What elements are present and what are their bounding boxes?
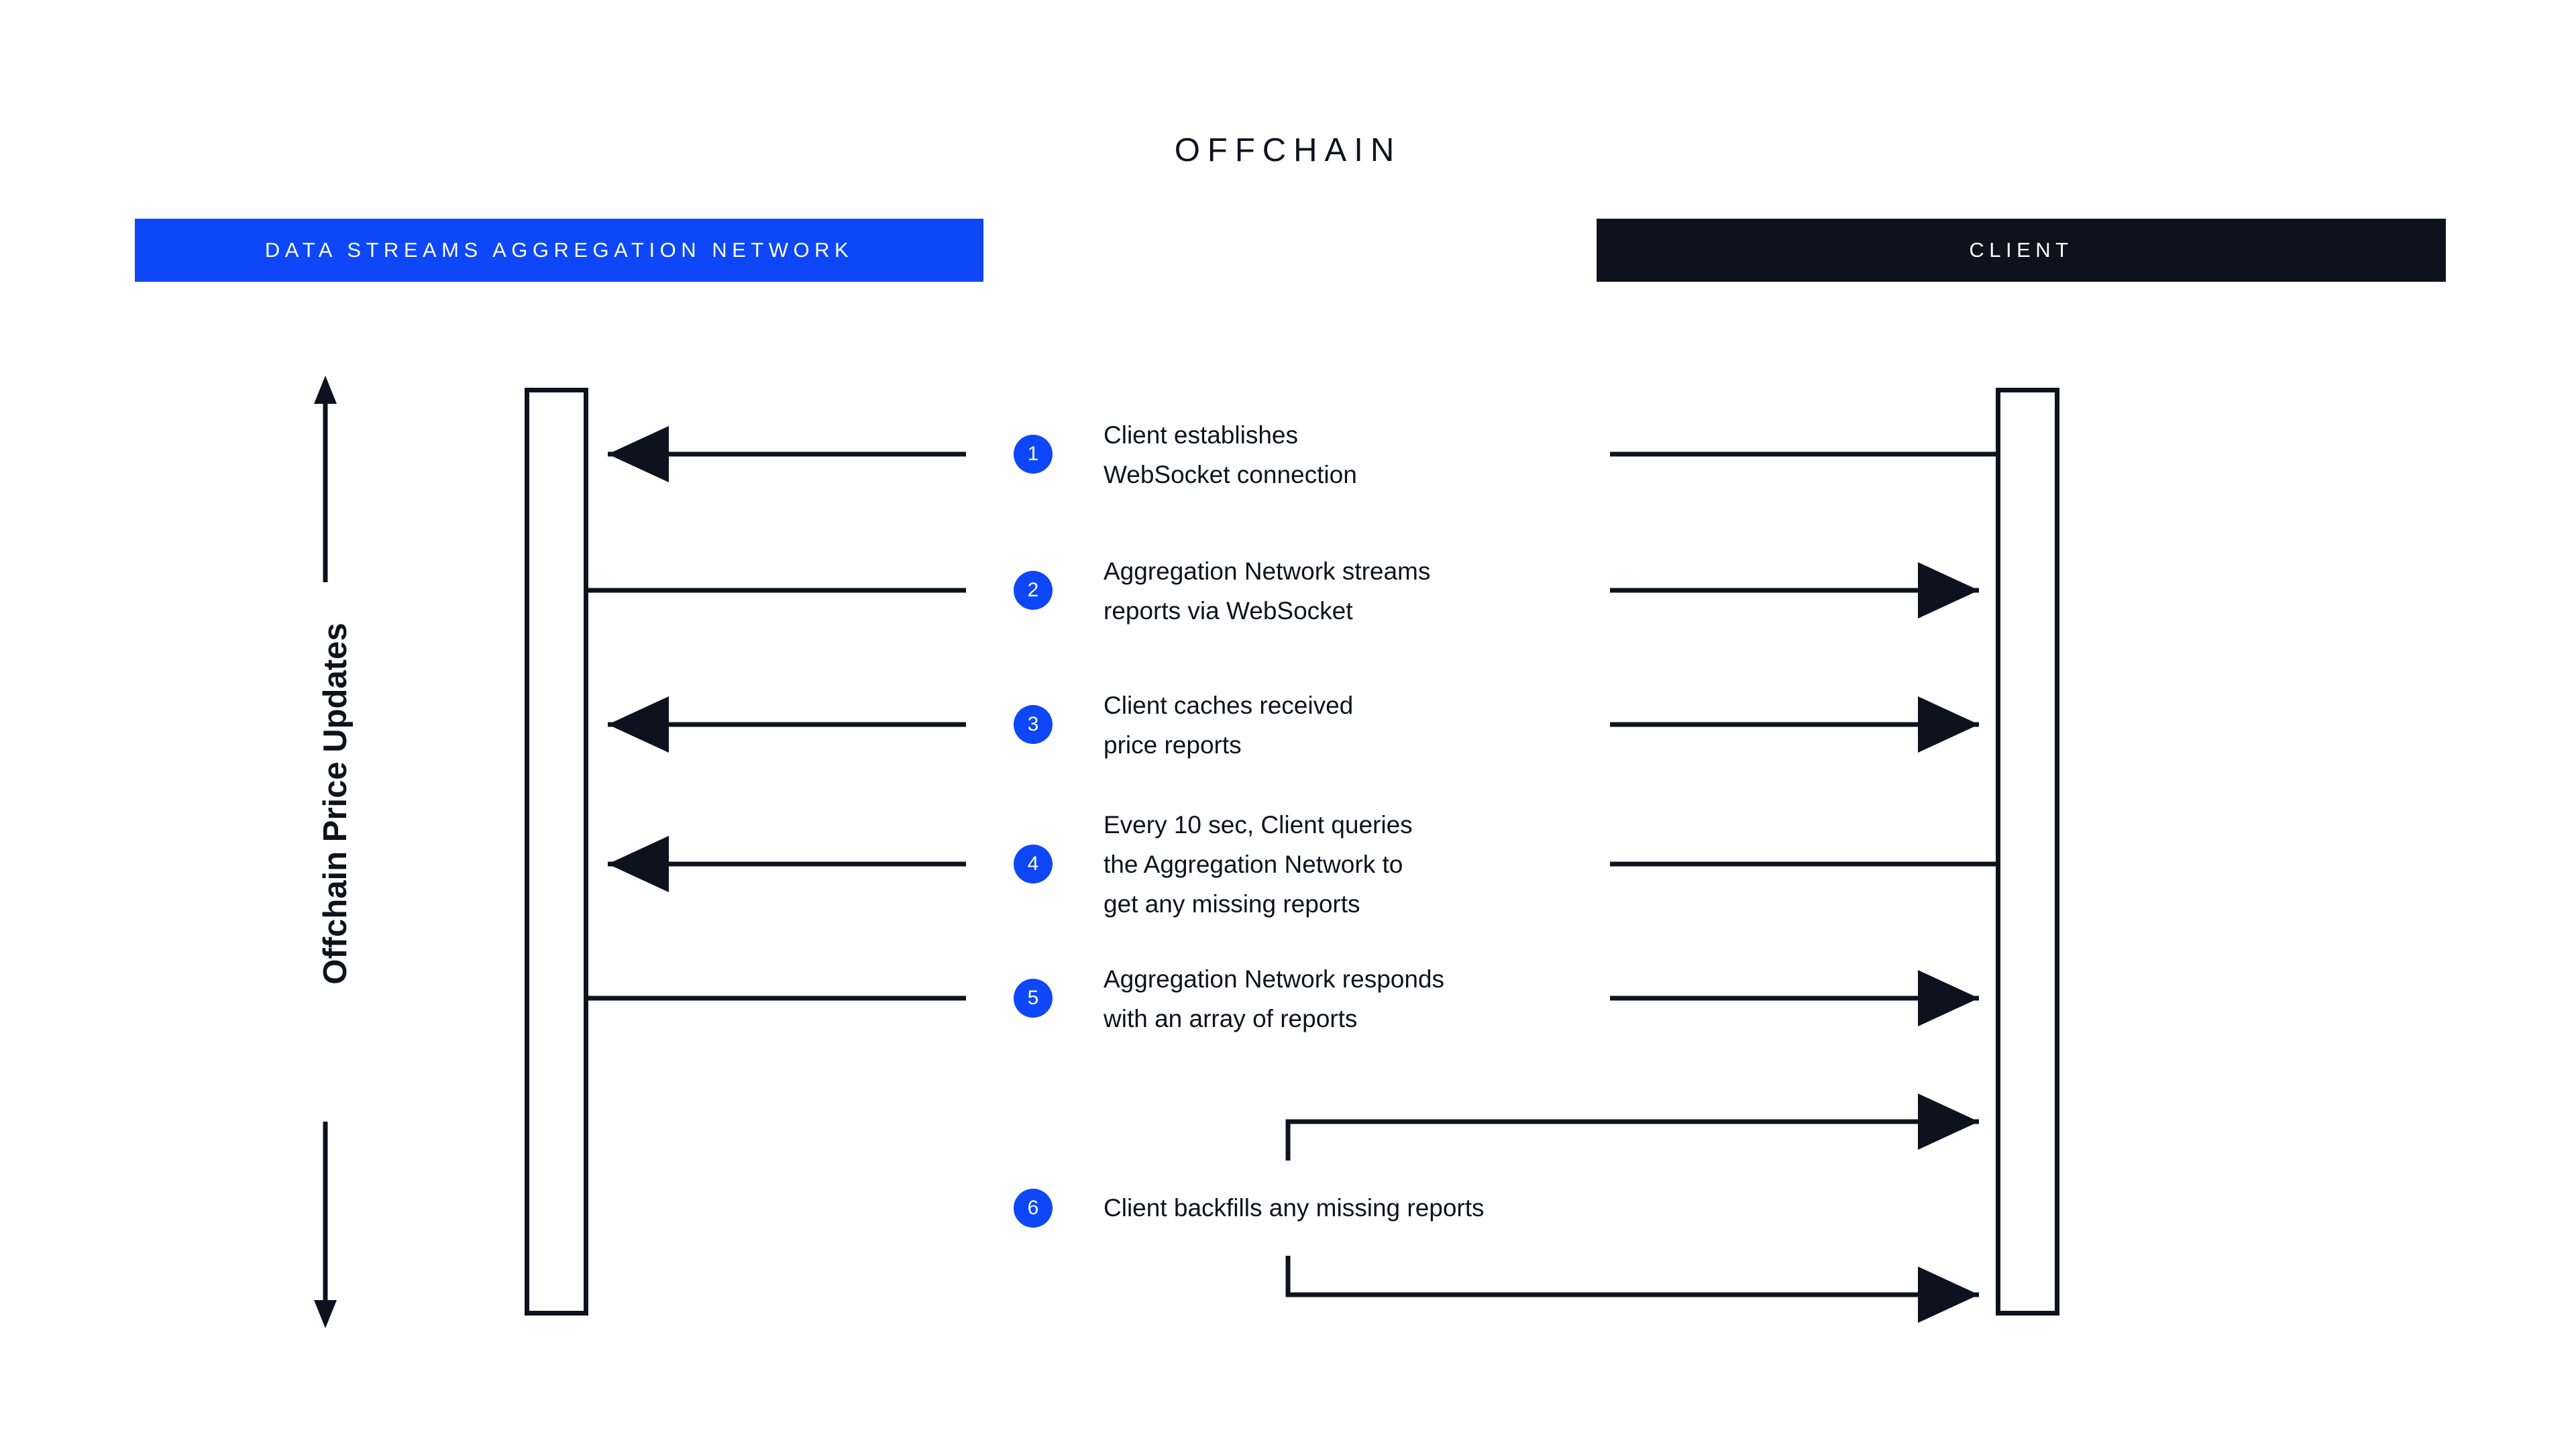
step-badge-2[interactable]: 2: [1014, 571, 1053, 610]
step-text-6: Client backfills any missing reports: [1104, 1194, 1485, 1222]
step-text-2: Aggregation Network streams reports via …: [1104, 557, 1431, 625]
lane-header-aggregation: DATA STREAMS AGGREGATION NETWORK: [135, 219, 983, 282]
step-text-3: Client caches received price reports: [1104, 692, 1354, 759]
step-number-1: 1: [1027, 443, 1039, 465]
step-badge-6[interactable]: 6: [1014, 1189, 1053, 1228]
step-number-6: 6: [1027, 1197, 1039, 1219]
step-text-5: Aggregation Network responds with an arr…: [1104, 965, 1445, 1032]
step-number-4: 4: [1027, 853, 1039, 875]
step-number-5: 5: [1027, 987, 1039, 1009]
lane-header-client: CLIENT: [1597, 219, 2446, 282]
axis-label: Offchain Price Updates: [317, 623, 354, 985]
step-text-1: Client establishes WebSocket connection: [1104, 421, 1357, 488]
offchain-price-updates-axis: Offchain Price Updates: [268, 369, 423, 1335]
arrow-step-6-top-bracket: [1285, 1093, 1979, 1161]
step-number-3: 3: [1027, 713, 1039, 735]
step-number-2: 2: [1027, 579, 1039, 601]
arrow-step-6-bottom-bracket: [1285, 1256, 1979, 1323]
lifeline-client: [1996, 388, 2059, 1316]
page-title: OFFCHAIN: [1174, 132, 1402, 168]
lane-header-aggregation-label: DATA STREAMS AGGREGATION NETWORK: [264, 238, 854, 262]
step-badge-5[interactable]: 5: [1014, 979, 1053, 1018]
step-badge-3[interactable]: 3: [1014, 705, 1053, 744]
lane-header-client-label: CLIENT: [1969, 238, 2074, 262]
lifeline-aggregation-network: [525, 388, 588, 1316]
step-text-4: Every 10 sec, Client queries the Aggrega…: [1104, 811, 1413, 918]
axis-arrow-icon: [314, 376, 337, 1328]
step-badge-1[interactable]: 1: [1014, 435, 1053, 474]
step-badge-4[interactable]: 4: [1014, 845, 1053, 883]
